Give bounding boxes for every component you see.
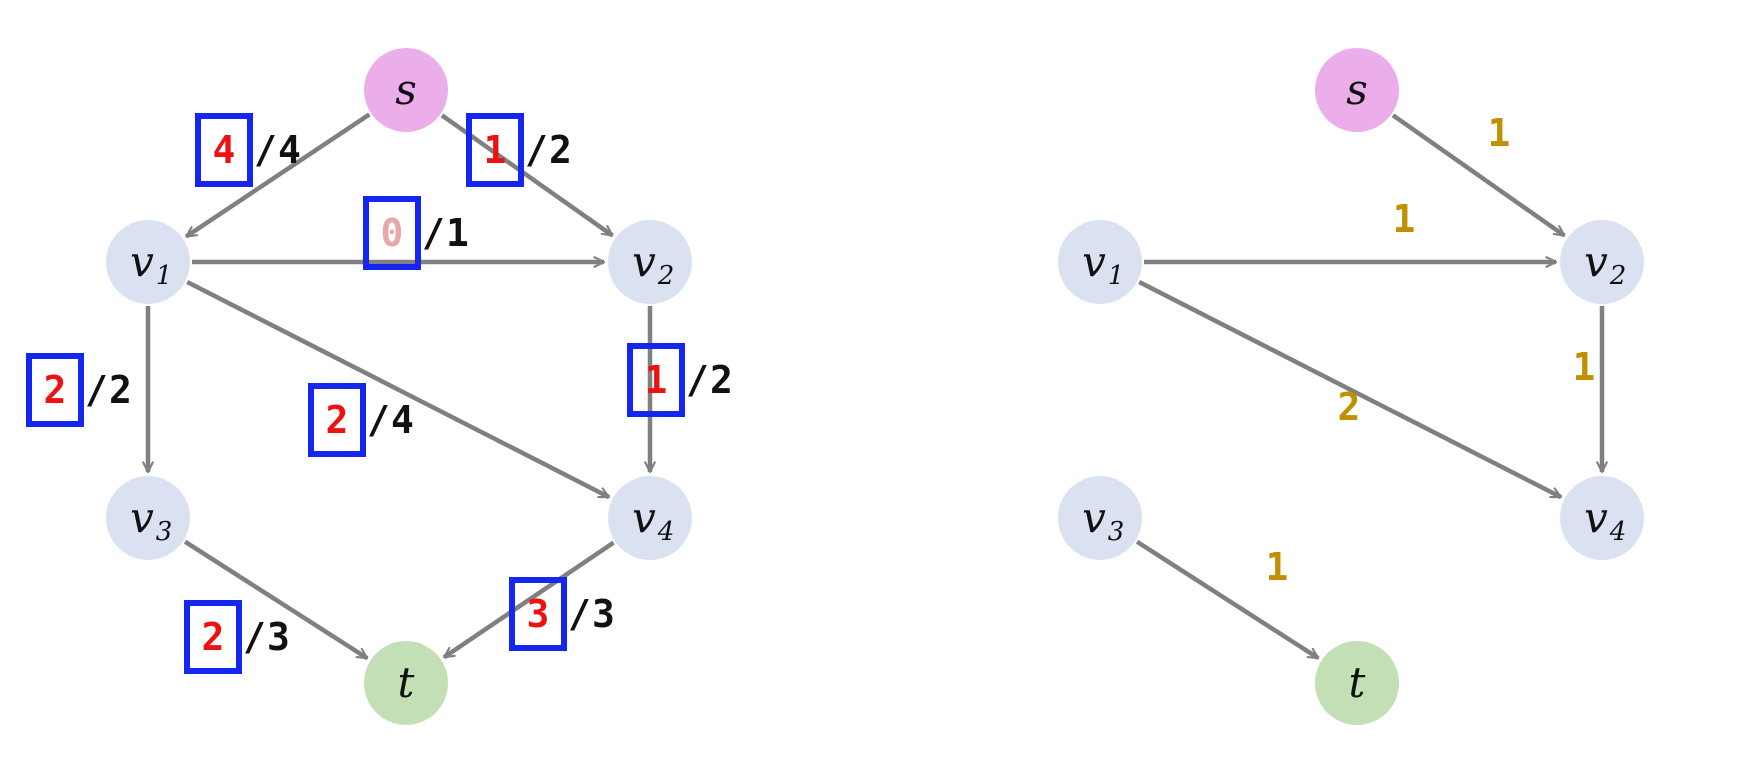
edge-label-s-v2: 1 /2: [466, 113, 572, 187]
node-subscript: 4: [657, 517, 675, 547]
node-circle: [1315, 48, 1399, 132]
flow-highlight-box: [363, 196, 421, 270]
slash: /: [568, 592, 591, 636]
slash: /: [254, 128, 277, 172]
node-circle: [608, 476, 692, 560]
edge-label-v4-t: 3/3: [509, 577, 615, 651]
edge-label-v3-t: 1: [1266, 545, 1289, 589]
flow-value: 2: [44, 368, 67, 412]
node-circle: [1560, 476, 1644, 560]
node-subscript: 2: [657, 261, 675, 291]
flow-value: 1: [645, 358, 668, 402]
node-label: v: [632, 237, 656, 286]
node-circle: [1058, 476, 1142, 560]
node-label: v: [632, 493, 656, 542]
slash: /: [525, 128, 548, 172]
edge-label-v1-v4: 2: [1338, 385, 1361, 429]
edge-label-v2-v4: 1: [1573, 345, 1596, 389]
node-label: v: [1082, 493, 1106, 542]
flow-node-t: t: [364, 641, 448, 725]
edge-label-v1-v3: 2/2: [26, 353, 132, 427]
edge-label-v3-t: 2 /3: [184, 600, 290, 674]
edge-v4-t: [442, 540, 615, 660]
node-label: s: [395, 65, 417, 114]
node-subscript: 3: [1108, 517, 1125, 547]
edge-label-v1-v2: 0 /1: [363, 196, 469, 270]
flow-highlight-box: [26, 353, 84, 427]
node-subscript: 3: [156, 517, 173, 547]
node-circle: [1058, 220, 1142, 304]
edge-label-v1-v2: 1: [1393, 197, 1416, 241]
flow-node-s: s: [364, 48, 448, 132]
flow-value: 3: [527, 592, 550, 636]
edge-label-v1-v4: 2 /4: [308, 383, 414, 457]
flow-highlight-box: [627, 343, 685, 417]
slash: /: [85, 368, 108, 412]
edge-label-s-v1: 4/4: [195, 113, 301, 187]
capacity-value: 2: [549, 128, 572, 172]
node-label: s: [1346, 65, 1368, 114]
node-subscript: 4: [1609, 517, 1627, 547]
node-subscript: 1: [156, 261, 173, 291]
node-subscript: 1: [1108, 261, 1125, 291]
capacity-value: 3: [267, 615, 290, 659]
node-label: v: [130, 237, 154, 286]
slash: /: [422, 211, 445, 255]
node-circle: [364, 48, 448, 132]
edge-label-s-v2: 1: [1488, 111, 1511, 155]
node-label: t: [1349, 658, 1366, 707]
capacity-value: 4: [391, 398, 414, 442]
edge-v1-v4: [1138, 279, 1563, 500]
slash: /: [243, 615, 266, 659]
capacity-value: 4: [278, 128, 301, 172]
residual-node-s: s: [1315, 48, 1399, 132]
edge-label-v2-v4: 1 /2: [627, 343, 733, 417]
edge-v3-t: [183, 539, 369, 661]
capacity-value: 1: [446, 211, 469, 255]
node-label: t: [398, 658, 415, 707]
flow-highlight-box: [509, 577, 567, 651]
flow-value: 4: [213, 128, 236, 172]
node-circle: [364, 641, 448, 725]
node-subscript: 2: [1609, 261, 1627, 291]
capacity-value: 2: [109, 368, 132, 412]
flow-value: 2: [326, 398, 349, 442]
node-circle: [106, 476, 190, 560]
flow-value: 1: [484, 128, 507, 172]
capacity-value: 2: [710, 358, 733, 402]
flow-value: 0: [381, 211, 404, 255]
flow-highlight-box: [195, 113, 253, 187]
edge-s-v2: [1391, 113, 1566, 238]
flow-highlight-box: [184, 600, 242, 674]
capacity-value: 3: [592, 592, 615, 636]
node-label: v: [130, 493, 154, 542]
node-label: v: [1584, 493, 1608, 542]
node-label: v: [1584, 237, 1608, 286]
edge-v3-t: [1135, 539, 1320, 661]
node-circle: [106, 220, 190, 304]
flow-value: 2: [202, 615, 225, 659]
residual-node-t: t: [1315, 641, 1399, 725]
edge-v1-v4: [186, 279, 611, 500]
edge-s-v1: [185, 112, 371, 239]
node-label: v: [1082, 237, 1106, 286]
node-circle: [1560, 220, 1644, 304]
node-circle: [1315, 641, 1399, 725]
slash: /: [367, 398, 390, 442]
flow-highlight-box: [308, 383, 366, 457]
flow-highlight-box: [466, 113, 524, 187]
slash: /: [686, 358, 709, 402]
node-circle: [608, 220, 692, 304]
